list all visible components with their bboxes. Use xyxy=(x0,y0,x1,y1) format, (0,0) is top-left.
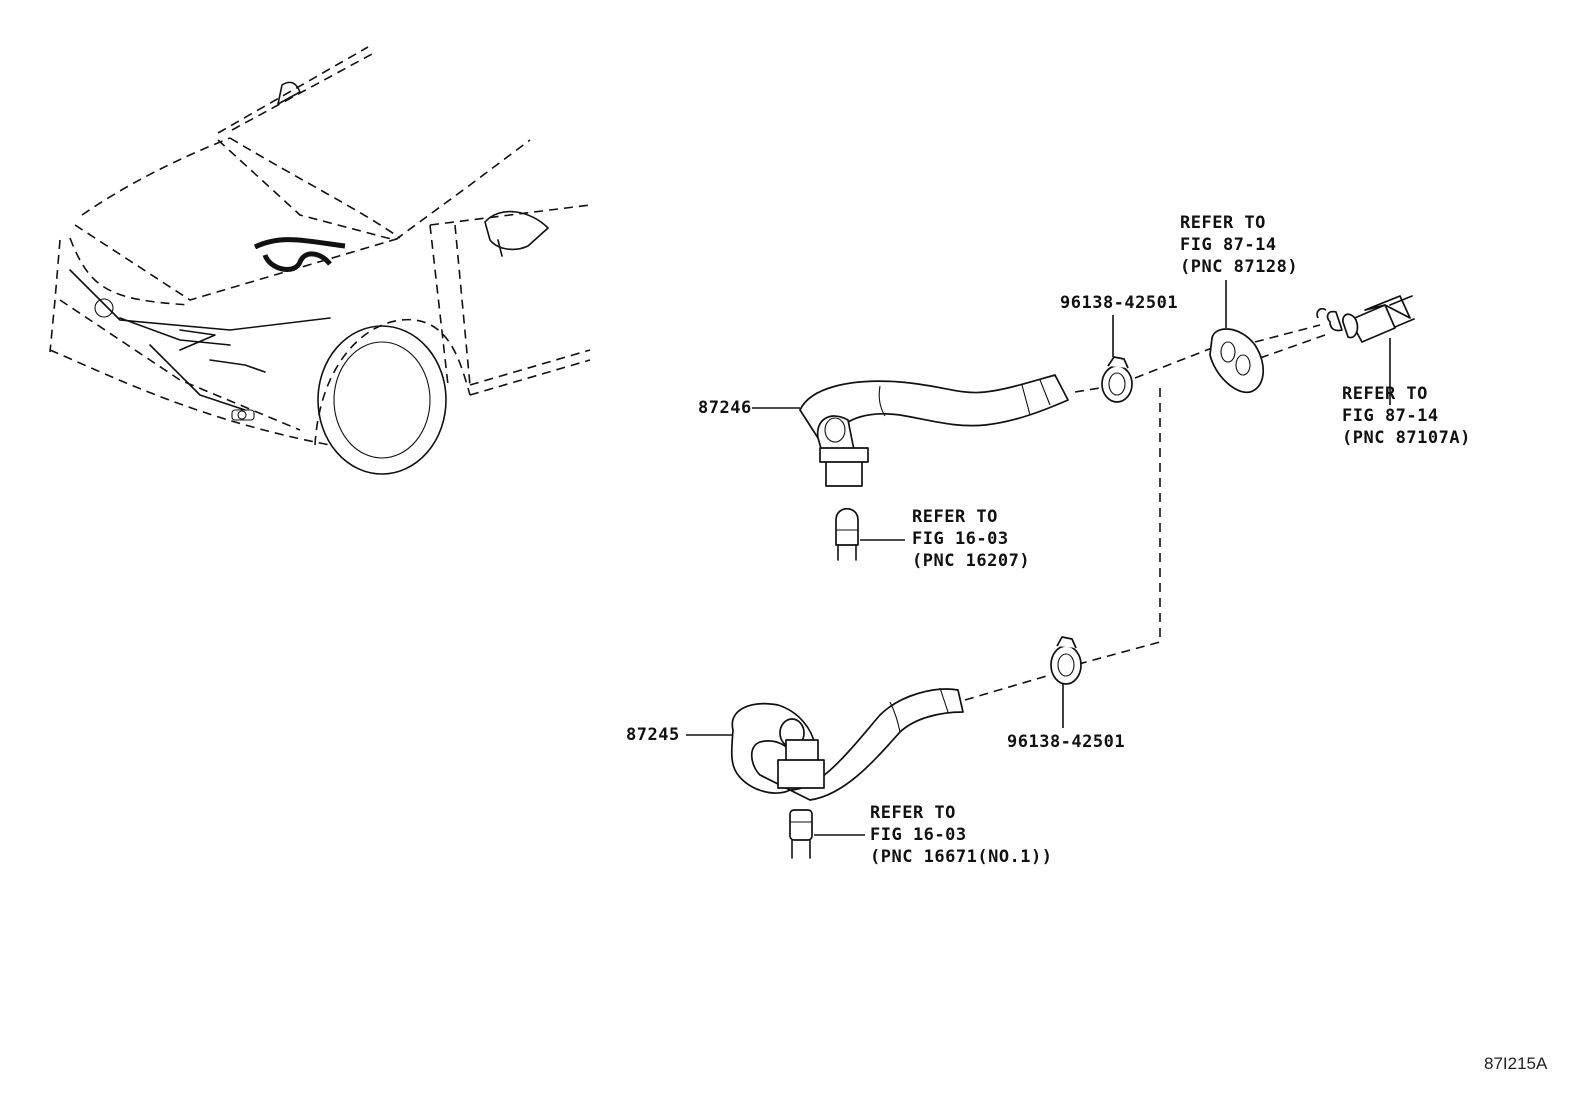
part-number-clamp-lower[interactable]: 96138-42501 xyxy=(1007,732,1126,752)
ref-upper-outlet: REFER TO FIG 16-03 (PNC 16207) xyxy=(912,506,1030,572)
ref-lower-outlet-line1: REFER TO xyxy=(870,803,956,823)
route-line-3 xyxy=(1074,388,1161,666)
heater-hose-87246[interactable] xyxy=(799,374,1069,487)
ref-heater-pipe-line2: FIG 87-14 xyxy=(1342,406,1439,426)
ref-heater-pipe: REFER TO FIG 87-14 (PNC 87107A) xyxy=(1342,383,1471,449)
grommet[interactable] xyxy=(1209,328,1264,394)
hose-clamp-upper[interactable] xyxy=(1101,356,1133,403)
ref-heater-pipe-line3: (PNC 87107A) xyxy=(1342,428,1471,448)
ref-grommet-line1: REFER TO xyxy=(1180,213,1266,233)
route-line-4 xyxy=(1259,334,1326,359)
route-line-5 xyxy=(1254,324,1321,343)
ref-grommet: REFER TO FIG 87-14 (PNC 87128) xyxy=(1180,212,1298,278)
hose-clamp-lower[interactable] xyxy=(1050,636,1082,685)
figure-code: 87I215A xyxy=(1484,1054,1548,1073)
ref-upper-outlet-line1: REFER TO xyxy=(912,507,998,527)
ref-lower-outlet-line3: (PNC 16671(NO.1)) xyxy=(870,847,1053,867)
ref-grommet-line3: (PNC 87128) xyxy=(1180,257,1299,277)
car-locator-illustration xyxy=(49,46,591,475)
heater-pipe-right[interactable] xyxy=(1316,295,1415,343)
part-number-clamp-upper[interactable]: 96138-42501 xyxy=(1060,293,1179,313)
ref-heater-pipe-line1: REFER TO xyxy=(1342,384,1428,404)
heater-hose-87245[interactable] xyxy=(730,687,964,801)
part-number-87245[interactable]: 87245 xyxy=(626,725,680,745)
ref-upper-outlet-line3: (PNC 16207) xyxy=(912,551,1031,571)
upper-outlet-pipe xyxy=(835,507,859,561)
lower-outlet-pipe xyxy=(789,809,813,859)
part-number-87246[interactable]: 87246 xyxy=(698,398,752,418)
ref-lower-outlet: REFER TO FIG 16-03 (PNC 16671(NO.1)) xyxy=(870,802,1053,868)
route-line-2 xyxy=(1134,347,1213,379)
route-line-6 xyxy=(964,674,1051,701)
ref-grommet-line2: FIG 87-14 xyxy=(1180,235,1277,255)
ref-lower-outlet-line2: FIG 16-03 xyxy=(870,825,967,845)
route-line-1 xyxy=(1074,387,1101,393)
ref-upper-outlet-line2: FIG 16-03 xyxy=(912,529,1009,549)
